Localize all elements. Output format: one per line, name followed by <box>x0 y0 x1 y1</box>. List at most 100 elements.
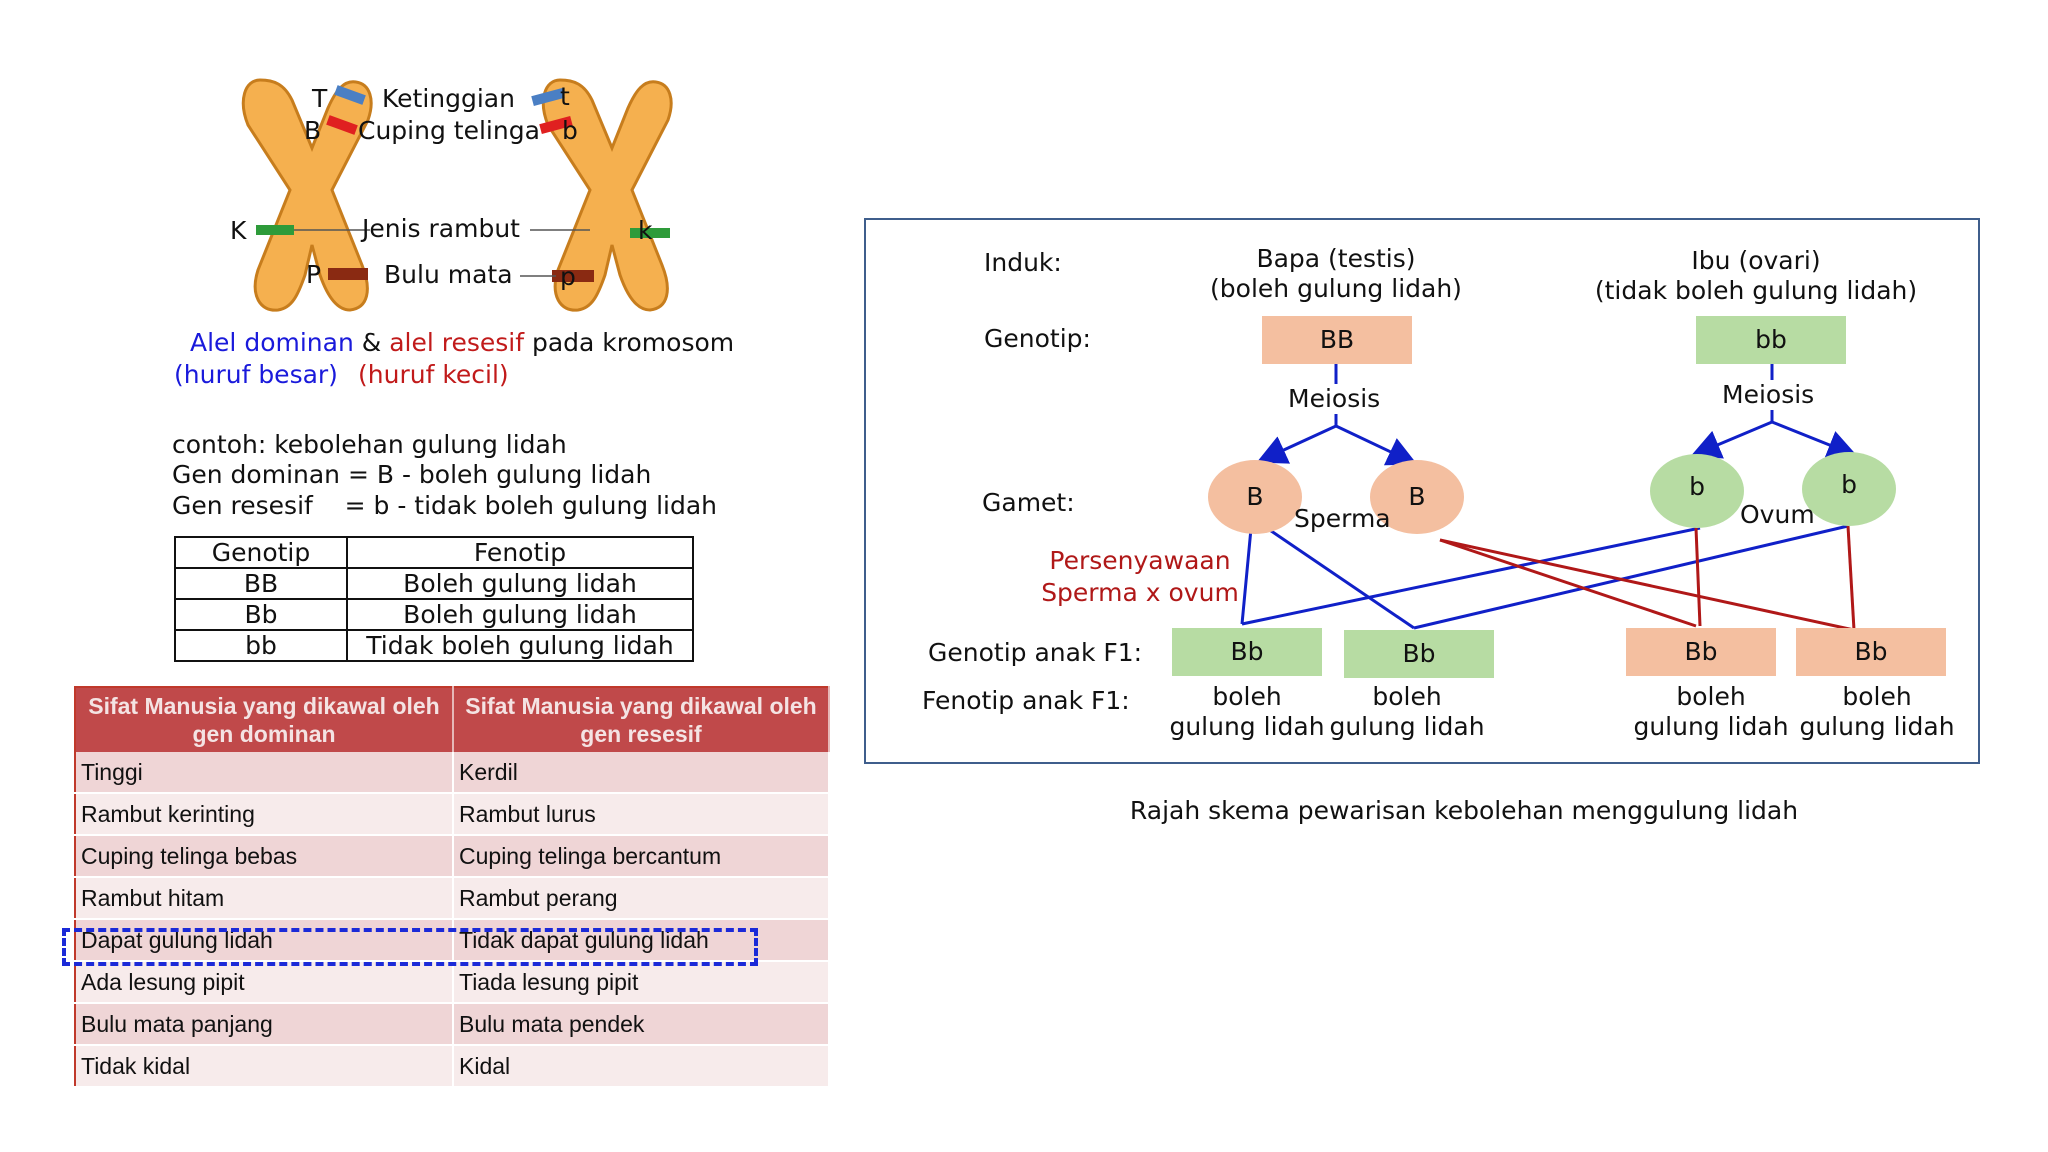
label-b-right: b <box>562 116 578 145</box>
offspring-genotype-2: Bb <box>1344 630 1494 678</box>
recessive-trait: Rambut perang <box>453 877 830 920</box>
father-title: Bapa (testis) <box>1256 244 1416 273</box>
phenotype-cell: Tidak boleh gulung lidah <box>346 629 694 662</box>
highlight-row-box <box>62 928 758 966</box>
caption-huruf-kecil: (huruf kecil) <box>358 360 509 389</box>
father-genotype-box: BB <box>1262 316 1412 364</box>
gene-band-b-left <box>326 115 358 135</box>
recessive-trait: Tiada lesung pipit <box>453 961 830 1004</box>
label-genotip: Genotip: <box>984 324 1091 353</box>
chromosome-illustration <box>241 78 673 312</box>
label-bulu-mata: Bulu mata <box>384 260 513 289</box>
allele-caption-line1: Alel dominan & alel resesif pada kromoso… <box>190 328 734 358</box>
human-traits-table: Sifat Manusia yang dikawal oleh gen domi… <box>74 686 830 1088</box>
genotype-phenotype-table: Genotip Fenotip BB Boleh gulung lidah Bb… <box>174 536 694 662</box>
offspring-phenotype-1a: boleh <box>1212 682 1282 711</box>
header-dominant-traits: Sifat Manusia yang dikawal oleh gen domi… <box>75 687 454 752</box>
traits-header-row: Sifat Manusia yang dikawal oleh gen domi… <box>75 687 830 752</box>
gene-band-t-left <box>334 85 366 105</box>
label-ketinggian: Ketinggian <box>382 84 515 113</box>
offspring-phenotype-2a: boleh <box>1372 682 1442 711</box>
contoh-line1: contoh: kebolehan gulung lidah <box>172 430 567 459</box>
caption-huruf-besar: (huruf besar) <box>174 360 338 389</box>
label-t-right: t <box>560 82 570 111</box>
table-row: bb Tidak boleh gulung lidah <box>174 629 694 662</box>
gene-band-t-right <box>531 88 565 106</box>
dominant-trait: Rambut kerinting <box>75 793 454 836</box>
gene-band-k-right <box>630 228 670 238</box>
label-p-right: p <box>560 262 576 291</box>
table-row: BB Boleh gulung lidah <box>174 567 694 600</box>
label-cuping-telinga: Cuping telinga <box>358 116 540 145</box>
genotype-cell: bb <box>174 629 348 662</box>
recessive-trait: Bulu mata pendek <box>453 1003 830 1046</box>
gene-band-b-right <box>539 116 573 134</box>
recessive-trait: Rambut lurus <box>453 793 830 836</box>
table-header-row: Genotip Fenotip <box>174 536 694 569</box>
contoh-line2: Gen dominan = B - boleh gulung lidah <box>172 460 652 489</box>
recessive-trait: Kidal <box>453 1045 830 1088</box>
label-p-left: P <box>306 260 322 289</box>
dominant-trait: Dapat gulung lidah <box>75 919 454 962</box>
dominant-trait: Bulu mata panjang <box>75 1003 454 1046</box>
offspring-phenotype-3a: boleh <box>1676 682 1746 711</box>
ovum-label: Ovum <box>1740 500 1815 529</box>
fertilization-label-2: Sperma x ovum <box>1041 578 1239 607</box>
dominant-trait: Tinggi <box>75 752 454 794</box>
offspring-genotype-4: Bb <box>1796 628 1946 676</box>
phenotype-cell: Boleh gulung lidah <box>346 598 694 631</box>
dominant-trait: Rambut hitam <box>75 877 454 920</box>
label-gamet: Gamet: <box>982 488 1075 517</box>
header-genotip: Genotip <box>174 536 348 569</box>
caption-amp: & <box>361 328 382 357</box>
dominant-trait: Ada lesung pipit <box>75 961 454 1004</box>
meiosis-label-father: Meiosis <box>1288 384 1381 414</box>
caption-pada: pada kromosom <box>531 328 735 357</box>
gene-band-p-left <box>328 268 368 280</box>
offspring-genotype-1: Bb <box>1172 628 1322 676</box>
mother-phenotype: (tidak boleh gulung lidah) <box>1594 276 1918 305</box>
offspring-phenotype-3b: gulung lidah <box>1633 712 1789 741</box>
father-phenotype: (boleh gulung lidah) <box>1210 274 1462 303</box>
table-row: Bb Boleh gulung lidah <box>174 598 694 631</box>
header-recessive-traits: Sifat Manusia yang dikawal oleh gen rese… <box>453 687 830 752</box>
label-b-left: B <box>304 116 322 145</box>
header-fenotip: Fenotip <box>346 536 694 569</box>
genotype-cell: BB <box>174 567 348 600</box>
sperm-gamete-1: B <box>1208 460 1302 534</box>
sperma-label: Sperma <box>1294 504 1391 533</box>
label-genotip-f1: Genotip anak F1: <box>928 638 1143 667</box>
dominant-trait: Tidak kidal <box>75 1045 454 1088</box>
contoh-line3: Gen resesif = b - tidak boleh gulung lid… <box>172 491 718 520</box>
label-t-left: T <box>312 84 328 113</box>
diagram-caption: Rajah skema pewarisan kebolehan menggulu… <box>1129 796 1799 825</box>
label-k-right: k <box>638 216 653 245</box>
chromosome-right <box>531 78 673 312</box>
offspring-phenotype-4a: boleh <box>1842 682 1912 711</box>
recessive-trait: Cuping telinga bercantum <box>453 835 830 878</box>
sperm-gamete-2: B <box>1370 460 1464 534</box>
ovum-gamete-2: b <box>1802 452 1896 526</box>
offspring-phenotype-2b: gulung lidah <box>1329 712 1485 741</box>
phenotype-cell: Boleh gulung lidah <box>346 567 694 600</box>
recessive-trait: Tidak dapat gulung lidah <box>453 919 830 962</box>
offspring-phenotype-1b: gulung lidah <box>1169 712 1325 741</box>
label-jenis-rambut: Jenis rambut <box>362 214 520 243</box>
label-induk: Induk: <box>984 248 1062 277</box>
mother-title: Ibu (ovari) <box>1691 246 1821 275</box>
inheritance-diagram-frame <box>864 218 1980 764</box>
genotype-cell: Bb <box>174 598 348 631</box>
label-fenotip-f1: Fenotip anak F1: <box>922 686 1130 715</box>
caption-dominan: Alel dominan <box>190 328 354 357</box>
gene-band-k-left <box>256 225 294 235</box>
offspring-genotype-3: Bb <box>1626 628 1776 676</box>
dominant-trait: Cuping telinga bebas <box>75 835 454 878</box>
